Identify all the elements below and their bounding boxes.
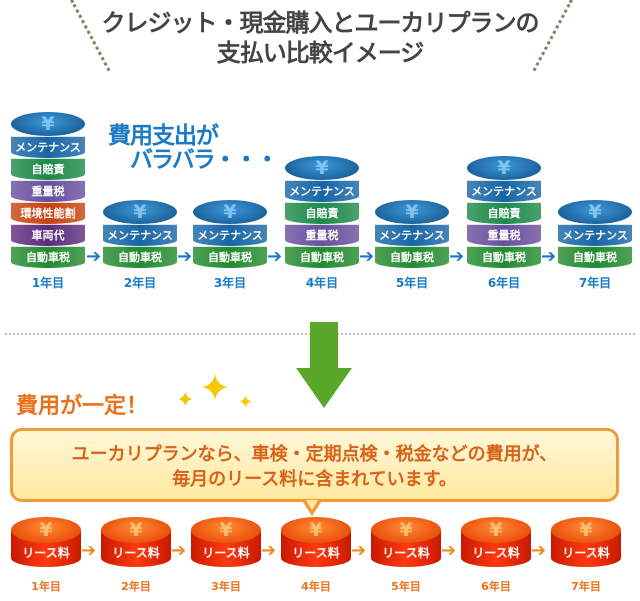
year-label: 5年目 bbox=[391, 580, 421, 593]
yen-icon: ¥ bbox=[191, 517, 261, 543]
year-label: 5年目 bbox=[395, 276, 429, 290]
year-label: 1年目 bbox=[31, 276, 65, 290]
cost-layer-自動車税: 自動車税 bbox=[375, 246, 449, 268]
cost-layer-自動車税: 自動車税 bbox=[558, 246, 632, 268]
lease-coin: ¥リース料 bbox=[191, 517, 261, 569]
cost-layer-メンテナンス: メンテナンス bbox=[375, 224, 449, 246]
sparkle-icon: ✦ bbox=[238, 392, 254, 413]
arrow-right-icon: ➔ bbox=[441, 540, 457, 561]
cost-layer-自動車税: 自動車税 bbox=[467, 246, 541, 268]
cost-layer-自動車税: 自動車税 bbox=[285, 246, 359, 268]
arrow-right-icon: ➔ bbox=[261, 540, 277, 561]
cost-layer-自賠責: 自賠責 bbox=[11, 158, 85, 180]
cost-layer-自動車税: 自動車税 bbox=[103, 246, 177, 268]
callout-box: ユーカリプランなら、車検・定期点検・税金などの費用が、 毎月のリース料に含まれて… bbox=[10, 428, 619, 502]
title-line-2: 支払い比較イメージ bbox=[216, 39, 425, 67]
yen-coin-top-icon: ¥ bbox=[103, 200, 177, 224]
sparkle-icon: ✦ bbox=[176, 388, 195, 413]
callout-line-2: 毎月のリース料に含まれています。 bbox=[172, 469, 457, 490]
cost-layer-重量税: 重量税 bbox=[11, 180, 85, 202]
headline-line-1: 費用支出が bbox=[108, 123, 219, 149]
lease-coin: ¥リース料 bbox=[461, 517, 531, 569]
arrow-right-icon: ➔ bbox=[171, 540, 187, 561]
cost-layer-自賠責: 自賠責 bbox=[467, 202, 541, 224]
cost-layer-車両代: 車両代 bbox=[11, 224, 85, 246]
headline-line-2: バラバラ・・・ bbox=[130, 147, 279, 173]
arrow-right-icon: ➔ bbox=[86, 246, 102, 267]
yen-coin-top-icon: ¥ bbox=[11, 112, 85, 136]
arrow-right-icon: ➔ bbox=[351, 540, 367, 561]
yen-coin-top-icon: ¥ bbox=[285, 156, 359, 180]
year-label: 7年目 bbox=[578, 276, 612, 290]
year-label: 3年目 bbox=[213, 276, 247, 290]
year-label: 1年目 bbox=[31, 580, 61, 593]
lease-coin: ¥リース料 bbox=[551, 517, 621, 569]
cost-layer-メンテナンス: メンテナンス bbox=[285, 180, 359, 202]
cost-layer-自動車税: 自動車税 bbox=[193, 246, 267, 268]
cost-layer-メンテナンス: メンテナンス bbox=[193, 224, 267, 246]
arrow-right-icon: ➔ bbox=[449, 246, 465, 267]
yen-coin-top-icon: ¥ bbox=[193, 200, 267, 224]
yen-icon: ¥ bbox=[281, 517, 351, 543]
yen-icon: ¥ bbox=[461, 517, 531, 543]
arrow-right-icon: ➔ bbox=[359, 246, 375, 267]
year-label: 2年目 bbox=[123, 276, 157, 290]
year-label: 4年目 bbox=[301, 580, 331, 593]
sparkle-icon: ✦ bbox=[199, 366, 231, 410]
arrow-right-icon: ➔ bbox=[531, 540, 547, 561]
cost-layer-重量税: 重量税 bbox=[467, 224, 541, 246]
yen-coin-top-icon: ¥ bbox=[467, 156, 541, 180]
cost-layer-メンテナンス: メンテナンス bbox=[11, 136, 85, 158]
lease-coin: ¥リース料 bbox=[281, 517, 351, 569]
yen-icon: ¥ bbox=[551, 517, 621, 543]
lease-coin: ¥リース料 bbox=[371, 517, 441, 569]
yen-coin-top-icon: ¥ bbox=[558, 200, 632, 224]
cost-layer-自賠責: 自賠責 bbox=[285, 202, 359, 224]
cost-layer-環境性能割: 環境性能割 bbox=[11, 202, 85, 224]
fixed-cost-heading: 費用が一定！ bbox=[16, 394, 149, 419]
year-label: 6年目 bbox=[481, 580, 511, 593]
arrow-right-icon: ➔ bbox=[177, 246, 193, 267]
callout-line-1: ユーカリプランなら、車検・定期点検・税金などの費用が、 bbox=[71, 444, 558, 465]
year-label: 7年目 bbox=[571, 580, 601, 593]
title-line-1: クレジット・現金購入とユーカリプランの bbox=[101, 9, 540, 37]
callout-tail-fill bbox=[306, 500, 318, 510]
arrow-right-icon: ➔ bbox=[267, 246, 283, 267]
cost-layer-自動車税: 自動車税 bbox=[11, 246, 85, 268]
cost-layer-メンテナンス: メンテナンス bbox=[467, 180, 541, 202]
down-arrow-icon bbox=[296, 322, 352, 408]
lease-coin: ¥リース料 bbox=[11, 517, 81, 569]
year-label: 6年目 bbox=[487, 276, 521, 290]
lease-coin: ¥リース料 bbox=[101, 517, 171, 569]
yen-coin-top-icon: ¥ bbox=[375, 200, 449, 224]
cost-layer-メンテナンス: メンテナンス bbox=[103, 224, 177, 246]
year-label: 3年目 bbox=[211, 580, 241, 593]
year-label: 2年目 bbox=[121, 580, 151, 593]
yen-icon: ¥ bbox=[371, 517, 441, 543]
yen-icon: ¥ bbox=[101, 517, 171, 543]
arrow-right-icon: ➔ bbox=[81, 540, 97, 561]
cost-layer-重量税: 重量税 bbox=[285, 224, 359, 246]
year-label: 4年目 bbox=[305, 276, 339, 290]
arrow-right-icon: ➔ bbox=[541, 246, 557, 267]
cost-layer-メンテナンス: メンテナンス bbox=[558, 224, 632, 246]
yen-icon: ¥ bbox=[11, 517, 81, 543]
